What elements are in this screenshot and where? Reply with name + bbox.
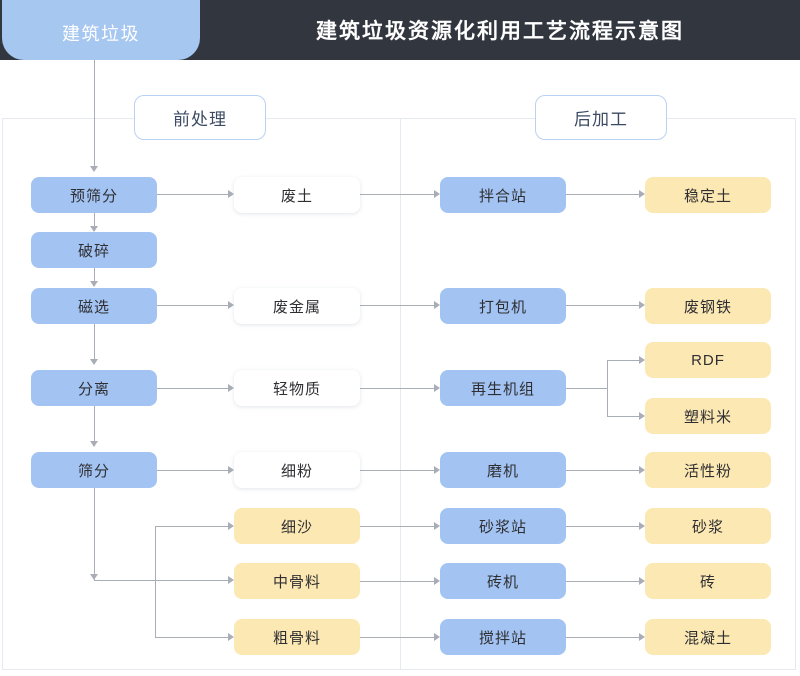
node-active-powder[interactable]: 活性粉 bbox=[645, 452, 771, 488]
connector-e1-pr1-line bbox=[565, 194, 642, 195]
node-mixing-station[interactable]: 拌合站 bbox=[440, 177, 566, 213]
connector-e5-pr6-arrow bbox=[639, 522, 645, 530]
connector-p4-p5-line bbox=[94, 406, 95, 446]
connector-e6-pr7-line bbox=[565, 581, 642, 582]
connector-e6-pr7-arrow bbox=[639, 577, 645, 585]
node-brick-machine[interactable]: 砖机 bbox=[440, 563, 566, 599]
connector-p1-p2-line bbox=[94, 213, 95, 231]
connector-i1-e1-line bbox=[360, 194, 437, 195]
connector-e3-split-line bbox=[565, 388, 608, 389]
connector-e3-pr4-line bbox=[607, 416, 642, 417]
header-tab-label: 建筑垃圾 bbox=[62, 24, 140, 44]
node-fine-powder[interactable]: 细粉 bbox=[234, 452, 360, 488]
connector-p2-p3-arrow bbox=[90, 281, 98, 287]
section-header-pretreatment: 前处理 bbox=[134, 95, 266, 140]
node-crushing[interactable]: 破碎 bbox=[31, 232, 157, 268]
connector-entry-arrow bbox=[90, 166, 98, 172]
connector-p4-p5-arrow bbox=[90, 441, 98, 447]
connector-e3-pr3-arrow bbox=[639, 356, 645, 364]
connector-entry-line bbox=[94, 60, 95, 170]
connector-aggregate-bottom-arrow bbox=[228, 633, 234, 641]
connector-p5-aggregates-line bbox=[94, 488, 95, 580]
connector-aggregate-mid-line bbox=[94, 580, 231, 581]
connector-aggregate-bottom-line bbox=[155, 637, 231, 638]
connector-e4-pr5-line bbox=[565, 470, 642, 471]
node-baler[interactable]: 打包机 bbox=[440, 288, 566, 324]
connector-p1-i1-arrow bbox=[228, 190, 234, 198]
connector-i4-e4-line bbox=[360, 470, 437, 471]
connector-e3-split-trunk bbox=[607, 360, 608, 417]
node-medium-aggregate[interactable]: 中骨料 bbox=[234, 563, 360, 599]
node-separation[interactable]: 分离 bbox=[31, 370, 157, 406]
connector-p5-i4-line bbox=[157, 470, 231, 471]
connector-p3-i2-line bbox=[157, 305, 231, 306]
connector-i2-e2-arrow bbox=[434, 301, 440, 309]
connector-i6-e6-arrow bbox=[434, 577, 440, 585]
connector-e2-pr2-arrow bbox=[639, 301, 645, 309]
connector-e5-pr6-line bbox=[565, 526, 642, 527]
connector-aggregate-mid-arrow bbox=[228, 576, 234, 584]
section-header-postprocessing-label: 后加工 bbox=[574, 110, 628, 129]
node-concrete[interactable]: 混凝土 bbox=[645, 619, 771, 655]
node-pre-screening[interactable]: 预筛分 bbox=[31, 177, 157, 213]
connector-aggregate-trunk bbox=[155, 526, 156, 637]
connector-p4-i3-line bbox=[157, 388, 231, 389]
connector-e7-pr8-line bbox=[565, 637, 642, 638]
connector-e1-pr1-arrow bbox=[639, 190, 645, 198]
node-stabilized-soil[interactable]: 稳定土 bbox=[645, 177, 771, 213]
section-header-pretreatment-label: 前处理 bbox=[173, 110, 227, 129]
connector-p1-i1-line bbox=[157, 194, 231, 195]
node-grinding-mill[interactable]: 磨机 bbox=[440, 452, 566, 488]
node-rdf[interactable]: RDF bbox=[645, 342, 771, 378]
node-screening[interactable]: 筛分 bbox=[31, 452, 157, 488]
connector-e3-pr3-line bbox=[607, 360, 642, 361]
connector-e3-pr4-arrow bbox=[639, 412, 645, 420]
connector-p3-p4-line bbox=[94, 324, 95, 364]
node-recycling-unit[interactable]: 再生机组 bbox=[440, 370, 566, 406]
connector-aggregate-top-line bbox=[155, 526, 231, 527]
node-mortar[interactable]: 砂浆 bbox=[645, 508, 771, 544]
connector-p1-p2-arrow bbox=[90, 226, 98, 232]
header-tab-construction-waste[interactable]: 建筑垃圾 bbox=[2, 0, 200, 60]
stage-divider bbox=[400, 119, 401, 670]
connector-i6-e6-line bbox=[360, 581, 437, 582]
node-brick[interactable]: 砖 bbox=[645, 563, 771, 599]
connector-i7-e7-arrow bbox=[434, 633, 440, 641]
node-light-material[interactable]: 轻物质 bbox=[234, 370, 360, 406]
connector-e4-pr5-arrow bbox=[639, 466, 645, 474]
node-magnetic-separation[interactable]: 磁选 bbox=[31, 288, 157, 324]
node-concrete-plant[interactable]: 搅拌站 bbox=[440, 619, 566, 655]
connector-p2-p3-line bbox=[94, 268, 95, 286]
connector-i4-e4-arrow bbox=[434, 466, 440, 474]
connector-i7-e7-line bbox=[360, 637, 437, 638]
section-header-postprocessing: 后加工 bbox=[535, 95, 667, 140]
connector-i3-e3-arrow bbox=[434, 384, 440, 392]
connector-p5-aggregates-arrow bbox=[90, 574, 98, 580]
node-mortar-station[interactable]: 砂浆站 bbox=[440, 508, 566, 544]
connector-i1-e1-arrow bbox=[434, 190, 440, 198]
connector-p3-p4-arrow bbox=[90, 359, 98, 365]
connector-aggregate-top-arrow bbox=[228, 522, 234, 530]
connector-i5-e5-arrow bbox=[434, 522, 440, 530]
connector-p3-i2-arrow bbox=[228, 301, 234, 309]
page-title: 建筑垃圾资源化利用工艺流程示意图 bbox=[316, 20, 684, 43]
connector-e7-pr8-arrow bbox=[639, 633, 645, 641]
connector-p4-i3-arrow bbox=[228, 384, 234, 392]
node-plastic-pellets[interactable]: 塑料米 bbox=[645, 398, 771, 434]
connector-i3-e3-line bbox=[360, 388, 437, 389]
connector-i2-e2-line bbox=[360, 305, 437, 306]
connector-p5-i4-arrow bbox=[228, 466, 234, 474]
connector-e2-pr2-line bbox=[565, 305, 642, 306]
connector-i5-e5-line bbox=[360, 526, 437, 527]
node-coarse-aggregate[interactable]: 粗骨料 bbox=[234, 619, 360, 655]
node-waste-soil[interactable]: 废土 bbox=[234, 177, 360, 213]
node-scrap-steel[interactable]: 废钢铁 bbox=[645, 288, 771, 324]
node-scrap-metal[interactable]: 废金属 bbox=[234, 288, 360, 324]
node-fine-sand[interactable]: 细沙 bbox=[234, 508, 360, 544]
